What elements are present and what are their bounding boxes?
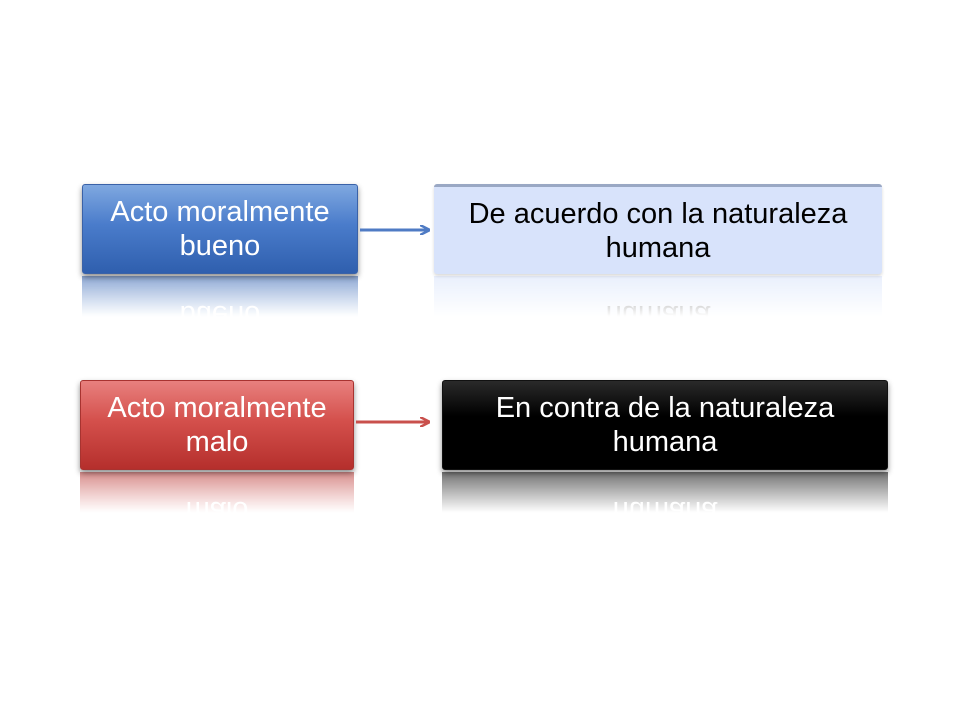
bad-result-box: En contra de la naturaleza humana	[442, 380, 888, 470]
bad-act-reflection: Acto moralmente malo	[80, 472, 354, 562]
good-result-box: De acuerdo con la naturaleza humana	[434, 184, 882, 274]
bad-act-label: Acto moralmente malo	[107, 392, 327, 458]
bad-result-reflection-text: En contra de la naturaleza humana	[495, 495, 835, 561]
bad-act-box: Acto moralmente malo	[80, 380, 354, 470]
bad-result-reflection: En contra de la naturaleza humana	[442, 472, 888, 562]
good-result-reflection-text: De acuerdo con la naturaleza humana	[468, 299, 848, 365]
good-act-reflection-text: Acto moralmente bueno	[110, 299, 330, 365]
good-result-label: De acuerdo con la naturaleza humana	[468, 197, 848, 264]
bad-act-reflection-text: Acto moralmente malo	[107, 495, 327, 561]
good-result-reflection: De acuerdo con la naturaleza humana	[434, 276, 882, 366]
good-act-reflection: Acto moralmente bueno	[82, 276, 358, 366]
good-act-label: Acto moralmente bueno	[110, 196, 330, 262]
good-act-box: Acto moralmente bueno	[82, 184, 358, 274]
bad-result-label: En contra de la naturaleza humana	[495, 392, 835, 458]
